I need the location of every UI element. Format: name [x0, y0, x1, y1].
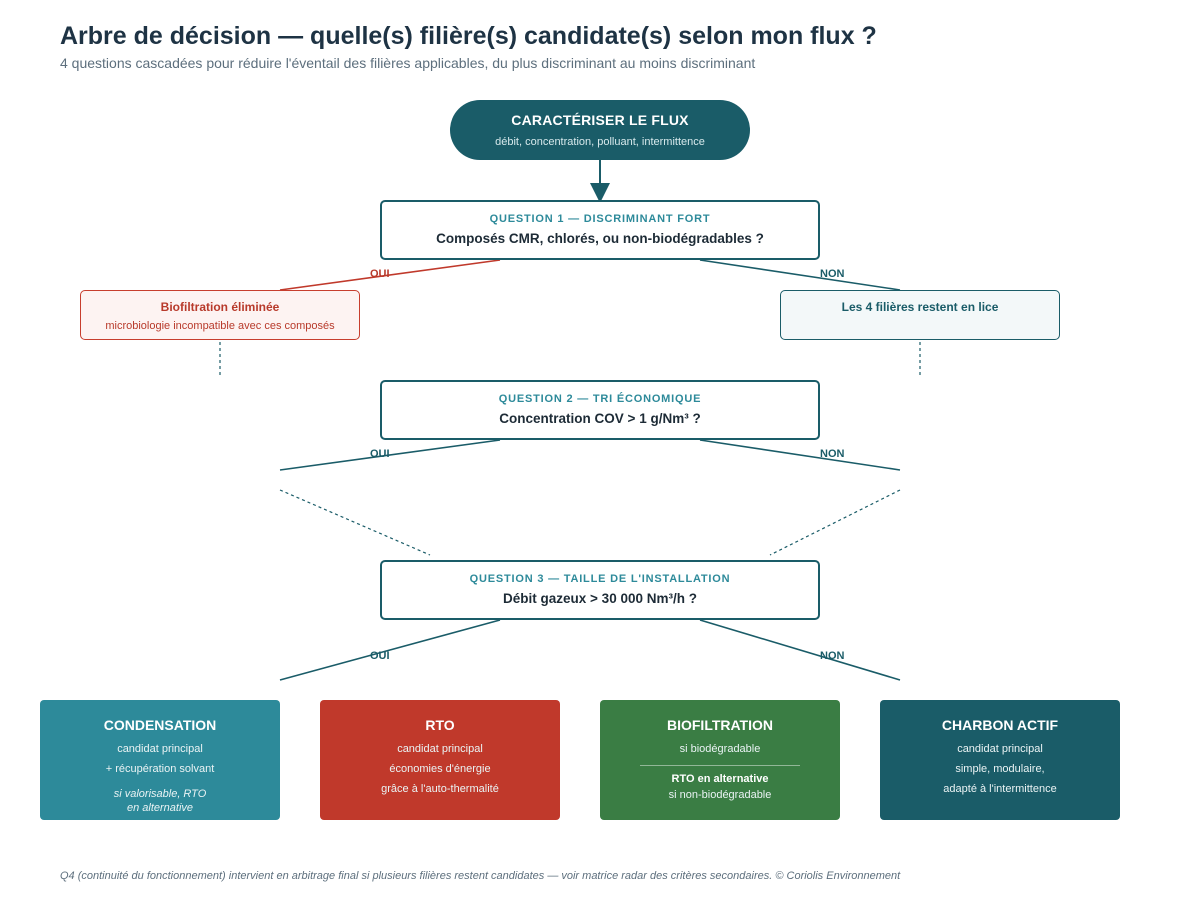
leaf-condensation: CONDENSATION candidat principal + récupé… [40, 700, 280, 820]
leaf-biofiltration-name: BIOFILTRATION [666, 717, 774, 733]
question-2-text: Concentration COV > 1 g/Nm³ ? [499, 411, 701, 426]
leaf-charbon-line3: adapté à l'intermittence [943, 783, 1057, 795]
footer-note: Q4 (continuité du fonctionnement) interv… [60, 870, 901, 882]
start-subtitle: débit, concentration, polluant, intermit… [495, 136, 705, 148]
leaf-biofiltration-alt-line: si non-biodégradable [668, 789, 772, 801]
page-title: Arbre de décision — quelle(s) filière(s)… [60, 22, 877, 50]
leaf-rto-line1: candidat principal [397, 743, 483, 755]
leaf-rto-line2: économies d'énergie [389, 763, 491, 775]
leaf-biofiltration-separator [640, 765, 800, 766]
leaf-condensation-note1: si valorisable, RTO [113, 788, 207, 800]
q1-yes-line [279, 259, 501, 291]
leaf-condensation-line2: + récupération solvant [105, 763, 215, 775]
leaf-condensation-name: CONDENSATION [103, 717, 217, 733]
q2-no-label: NON [820, 448, 845, 460]
leaf-charbon-line1: candidat principal [957, 743, 1043, 755]
question-3-heading: QUESTION 3 — TAILLE DE L'INSTALLATION [469, 573, 731, 585]
eliminated-title: Biofiltration éliminée [160, 300, 280, 314]
question-1-node: QUESTION 1 — DISCRIMINANT FORT Composés … [380, 200, 820, 260]
leaf-charbon-actif: CHARBON ACTIF candidat principal simple,… [880, 700, 1120, 820]
q3-yes-label: OUI [370, 650, 390, 662]
leaf-rto: RTO candidat principal économies d'énerg… [320, 700, 560, 820]
leaf-rto-line3: grâce à l'auto-thermalité [381, 783, 499, 795]
q1-no-line [699, 259, 901, 291]
leaf-biofiltration: BIOFILTRATION si biodégradable RTO en al… [600, 700, 840, 820]
q2-no-line [699, 439, 901, 471]
leaf-biofiltration-alt-title: RTO en alternative [671, 773, 769, 785]
leaf-rto-name: RTO [425, 717, 455, 733]
remaining-title: Les 4 filières restent en lice [841, 300, 999, 314]
q2-no-dotted-line [769, 489, 901, 556]
page-subtitle: 4 questions cascadées pour réduire l'éve… [60, 55, 756, 71]
q1-yes-label: OUI [370, 268, 390, 280]
leaf-charbon-line2: simple, modulaire, [955, 763, 1045, 775]
leaf-charbon-name: CHARBON ACTIF [941, 717, 1059, 733]
q2-yes-dotted-line [279, 489, 431, 556]
q3-no-label: NON [820, 650, 845, 662]
question-1-heading: QUESTION 1 — DISCRIMINANT FORT [489, 213, 711, 225]
q2-yes-line [279, 439, 501, 471]
four-remaining-node: Les 4 filières restent en lice [780, 290, 1060, 340]
q2-yes-label: OUI [370, 448, 390, 460]
start-node: CARACTÉRISER LE FLUX débit, concentratio… [450, 100, 750, 160]
question-1-text: Composés CMR, chlorés, ou non-biodégrada… [436, 231, 764, 246]
leaf-condensation-note2: en alternative [126, 802, 194, 814]
question-2-heading: QUESTION 2 — TRI ÉCONOMIQUE [498, 393, 702, 405]
eliminated-subtitle: microbiologie incompatible avec ces comp… [105, 320, 335, 332]
leaf-biofiltration-line1: si biodégradable [679, 743, 761, 755]
q1-no-label: NON [820, 268, 845, 280]
start-title: CARACTÉRISER LE FLUX [511, 112, 689, 128]
question-3-node: QUESTION 3 — TAILLE DE L'INSTALLATION Dé… [380, 560, 820, 620]
question-2-node: QUESTION 2 — TRI ÉCONOMIQUE Concentratio… [380, 380, 820, 440]
biofiltration-eliminated-node: Biofiltration éliminée microbiologie inc… [80, 290, 360, 340]
question-3-text: Débit gazeux > 30 000 Nm³/h ? [503, 591, 697, 606]
leaf-condensation-line1: candidat principal [117, 743, 203, 755]
q3-no-line [699, 619, 901, 681]
q3-yes-line [279, 619, 501, 681]
